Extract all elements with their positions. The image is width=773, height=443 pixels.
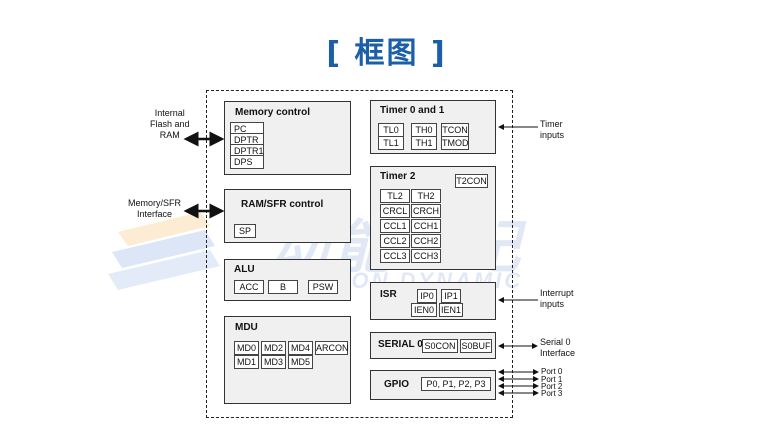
memory-control-block: Memory control PC DPTR DPTR1 DPS [224,101,351,175]
reg-ports: P0, P1, P2, P3 [421,377,491,391]
isr-block: ISR IP0 IP1 IEN0 IEN1 [370,282,496,320]
reg-cch1: CCH1 [411,219,441,233]
reg-b: B [268,280,298,294]
reg-sp: SP [234,224,256,238]
alu-block: ALU ACC B PSW [224,259,351,301]
reg-ip1: IP1 [441,289,461,303]
reg-tl1: TL1 [378,136,404,150]
port3-label: Port 3 [541,389,563,398]
reg-md0: MD0 [234,341,259,355]
reg-th2: TH2 [411,189,441,203]
reg-crcl: CRCL [380,204,410,218]
reg-md4: MD4 [288,341,313,355]
reg-ccl3: CCL3 [380,249,410,263]
reg-ccl1: CCL1 [380,219,410,233]
interrupt-inputs-label: Interrupt inputs [540,288,574,309]
alu-title: ALU [234,264,255,275]
reg-th1: TH1 [411,136,437,150]
reg-ip0: IP0 [417,289,437,303]
reg-arcon: ARCON [315,341,349,355]
serial-interface-label: Serial 0 Interface [540,337,576,358]
serial0-block: SERIAL 0 S0CON S0BUF [370,332,496,359]
serial0-title: SERIAL 0 [378,339,423,350]
reg-md3: MD3 [261,355,286,369]
reg-ien1: IEN1 [439,303,463,317]
reg-md2: MD2 [261,341,286,355]
reg-dps: DPS [230,155,264,169]
reg-psw: PSW [308,280,338,294]
timer0-1-title: Timer 0 and 1 [380,105,445,116]
isr-title: ISR [380,289,397,300]
memory-control-title: Memory control [235,107,311,118]
timer0-1-block: Timer 0 and 1 TL0 TH0 TCON TL1 TH1 TMOD [370,100,496,154]
reg-s0buf: S0BUF [460,339,492,353]
timer-inputs-label: Timer inputs [540,119,565,140]
timer2-title: Timer 2 [380,171,416,182]
ram-sfr-control-title: RAM/SFR control [241,199,324,210]
mdu-block: MDU MD0 MD2 MD4 ARCON MD1 MD3 MD5 [224,316,351,404]
page-title: [ 框图 ] [326,36,447,71]
flash-ram-label: Internal Flash and RAM [150,108,190,140]
gpio-title: GPIO [384,379,410,390]
memory-sfr-interface-label: Memory/SFR Interface [128,198,182,219]
reg-ccl2: CCL2 [380,234,410,248]
reg-t2con: T2CON [455,174,488,188]
port0-label: Port 0 [541,367,563,376]
reg-s0con: S0CON [422,339,458,353]
reg-tmod: TMOD [441,136,469,150]
timer2-block: Timer 2 T2CON TL2 TH2 CRCL CRCH CCL1 CCH… [370,166,496,270]
mdu-title: MDU [235,322,258,333]
reg-md1: MD1 [234,355,259,369]
port1-label: Port 1 [541,375,563,384]
reg-cch2: CCH2 [411,234,441,248]
gpio-block: GPIO P0, P1, P2, P3 [370,370,496,400]
reg-cch3: CCH3 [411,249,441,263]
reg-md5: MD5 [288,355,313,369]
chip-boundary [206,90,513,418]
reg-ien0: IEN0 [411,303,437,317]
reg-tl2: TL2 [380,189,410,203]
ram-sfr-control-block: RAM/SFR control SP [224,189,351,243]
port2-label: Port 2 [541,382,563,391]
reg-acc: ACC [234,280,264,294]
reg-crch: CRCH [411,204,441,218]
